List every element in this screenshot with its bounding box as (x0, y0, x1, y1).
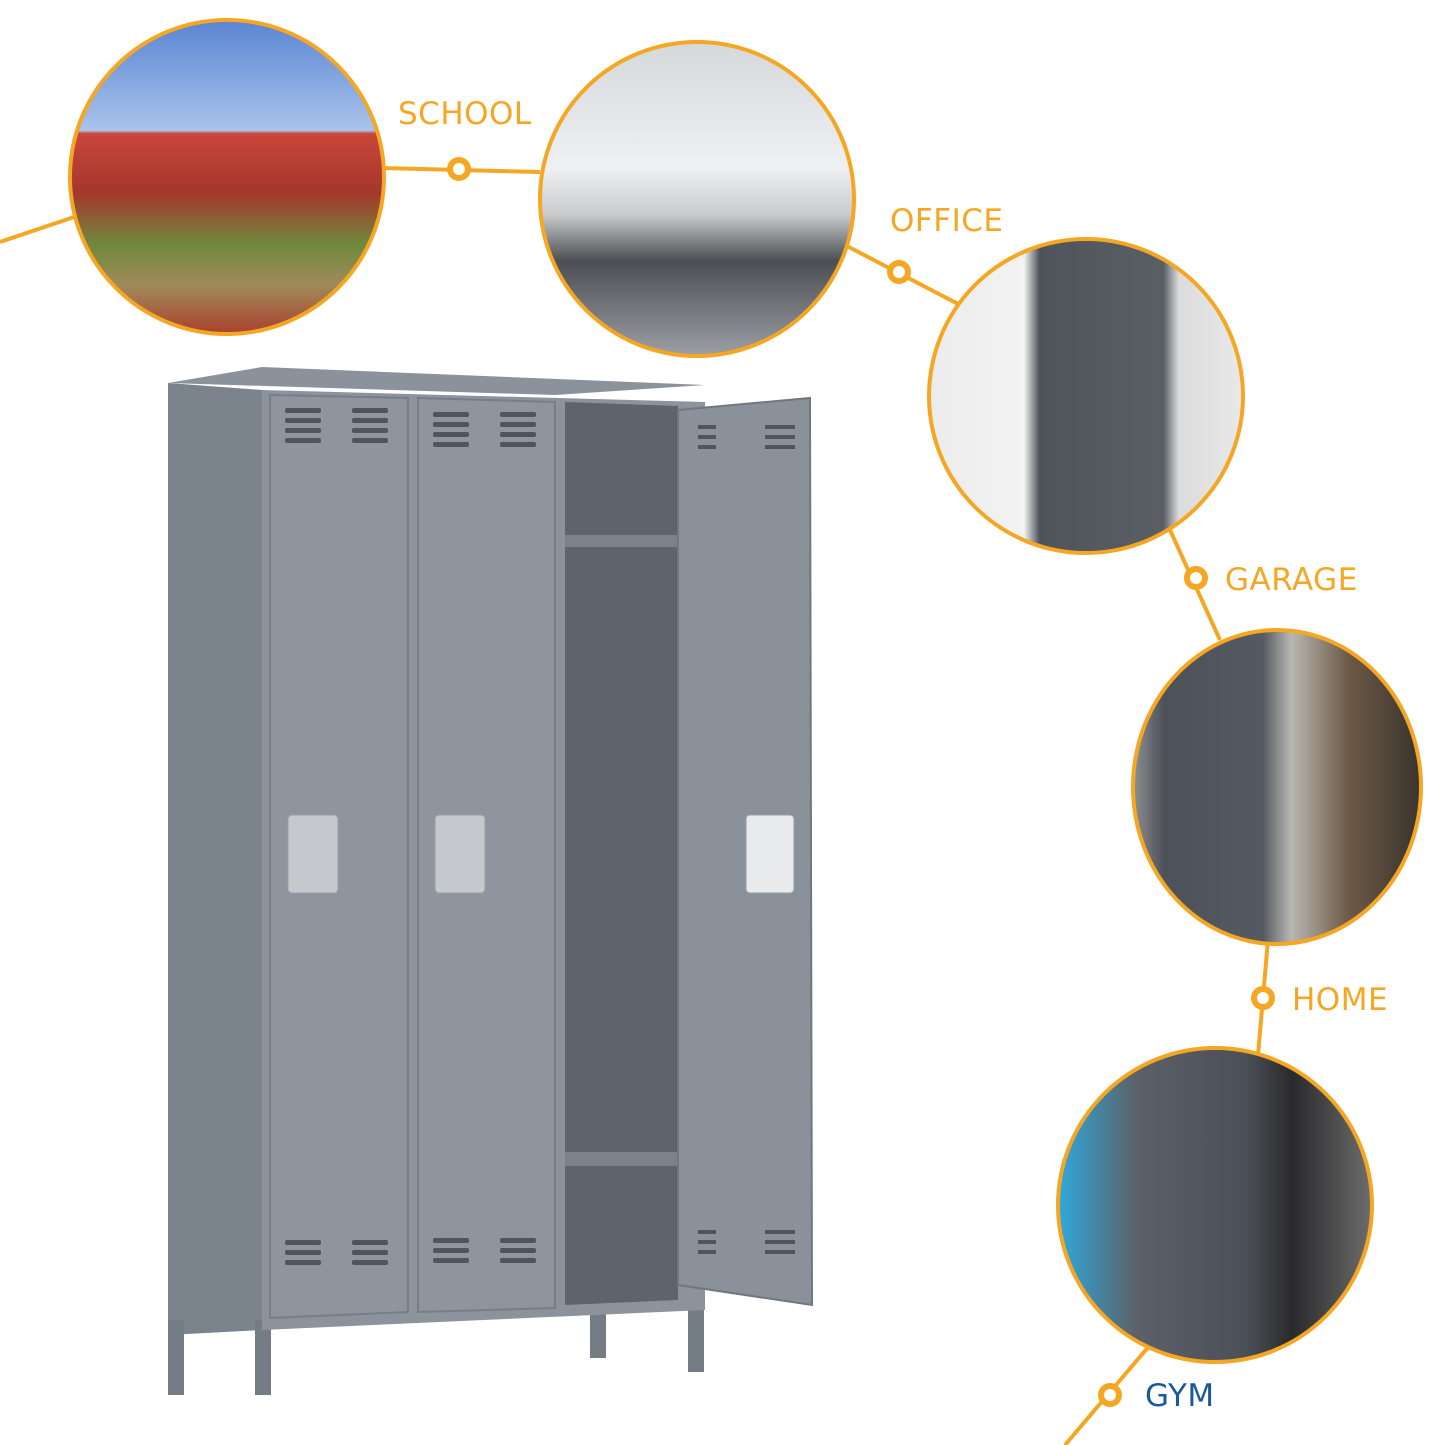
garage-photo (927, 237, 1245, 555)
open-door (677, 396, 814, 1307)
gym-photo (1056, 1046, 1374, 1364)
open-compartment (565, 402, 678, 1305)
leg (168, 1320, 184, 1395)
door-2 (417, 396, 556, 1314)
office-dot (887, 260, 911, 284)
door-1 (269, 393, 409, 1320)
leg (688, 1310, 704, 1372)
lock-handle (434, 814, 486, 894)
locker-side (168, 383, 262, 1335)
label-gym: GYM (1145, 1378, 1215, 1414)
school-dot (447, 157, 471, 181)
label-home: HOME (1292, 982, 1389, 1018)
leg (255, 1320, 271, 1395)
label-school: SCHOOL (398, 96, 532, 132)
leg (590, 1310, 606, 1358)
garage-dot (1184, 566, 1208, 590)
home-photo (1131, 628, 1423, 946)
home-dot (1251, 986, 1275, 1010)
office-photo (538, 40, 856, 358)
shelf (565, 1152, 678, 1166)
shelf (565, 535, 678, 547)
label-office: OFFICE (890, 203, 1004, 239)
lock-handle (287, 814, 339, 894)
gym-dot (1098, 1383, 1122, 1407)
lock-handle (745, 814, 795, 894)
vents (285, 408, 795, 1265)
label-garage: GARAGE (1225, 562, 1358, 598)
school-photo (68, 18, 386, 336)
locker-top (168, 367, 705, 395)
